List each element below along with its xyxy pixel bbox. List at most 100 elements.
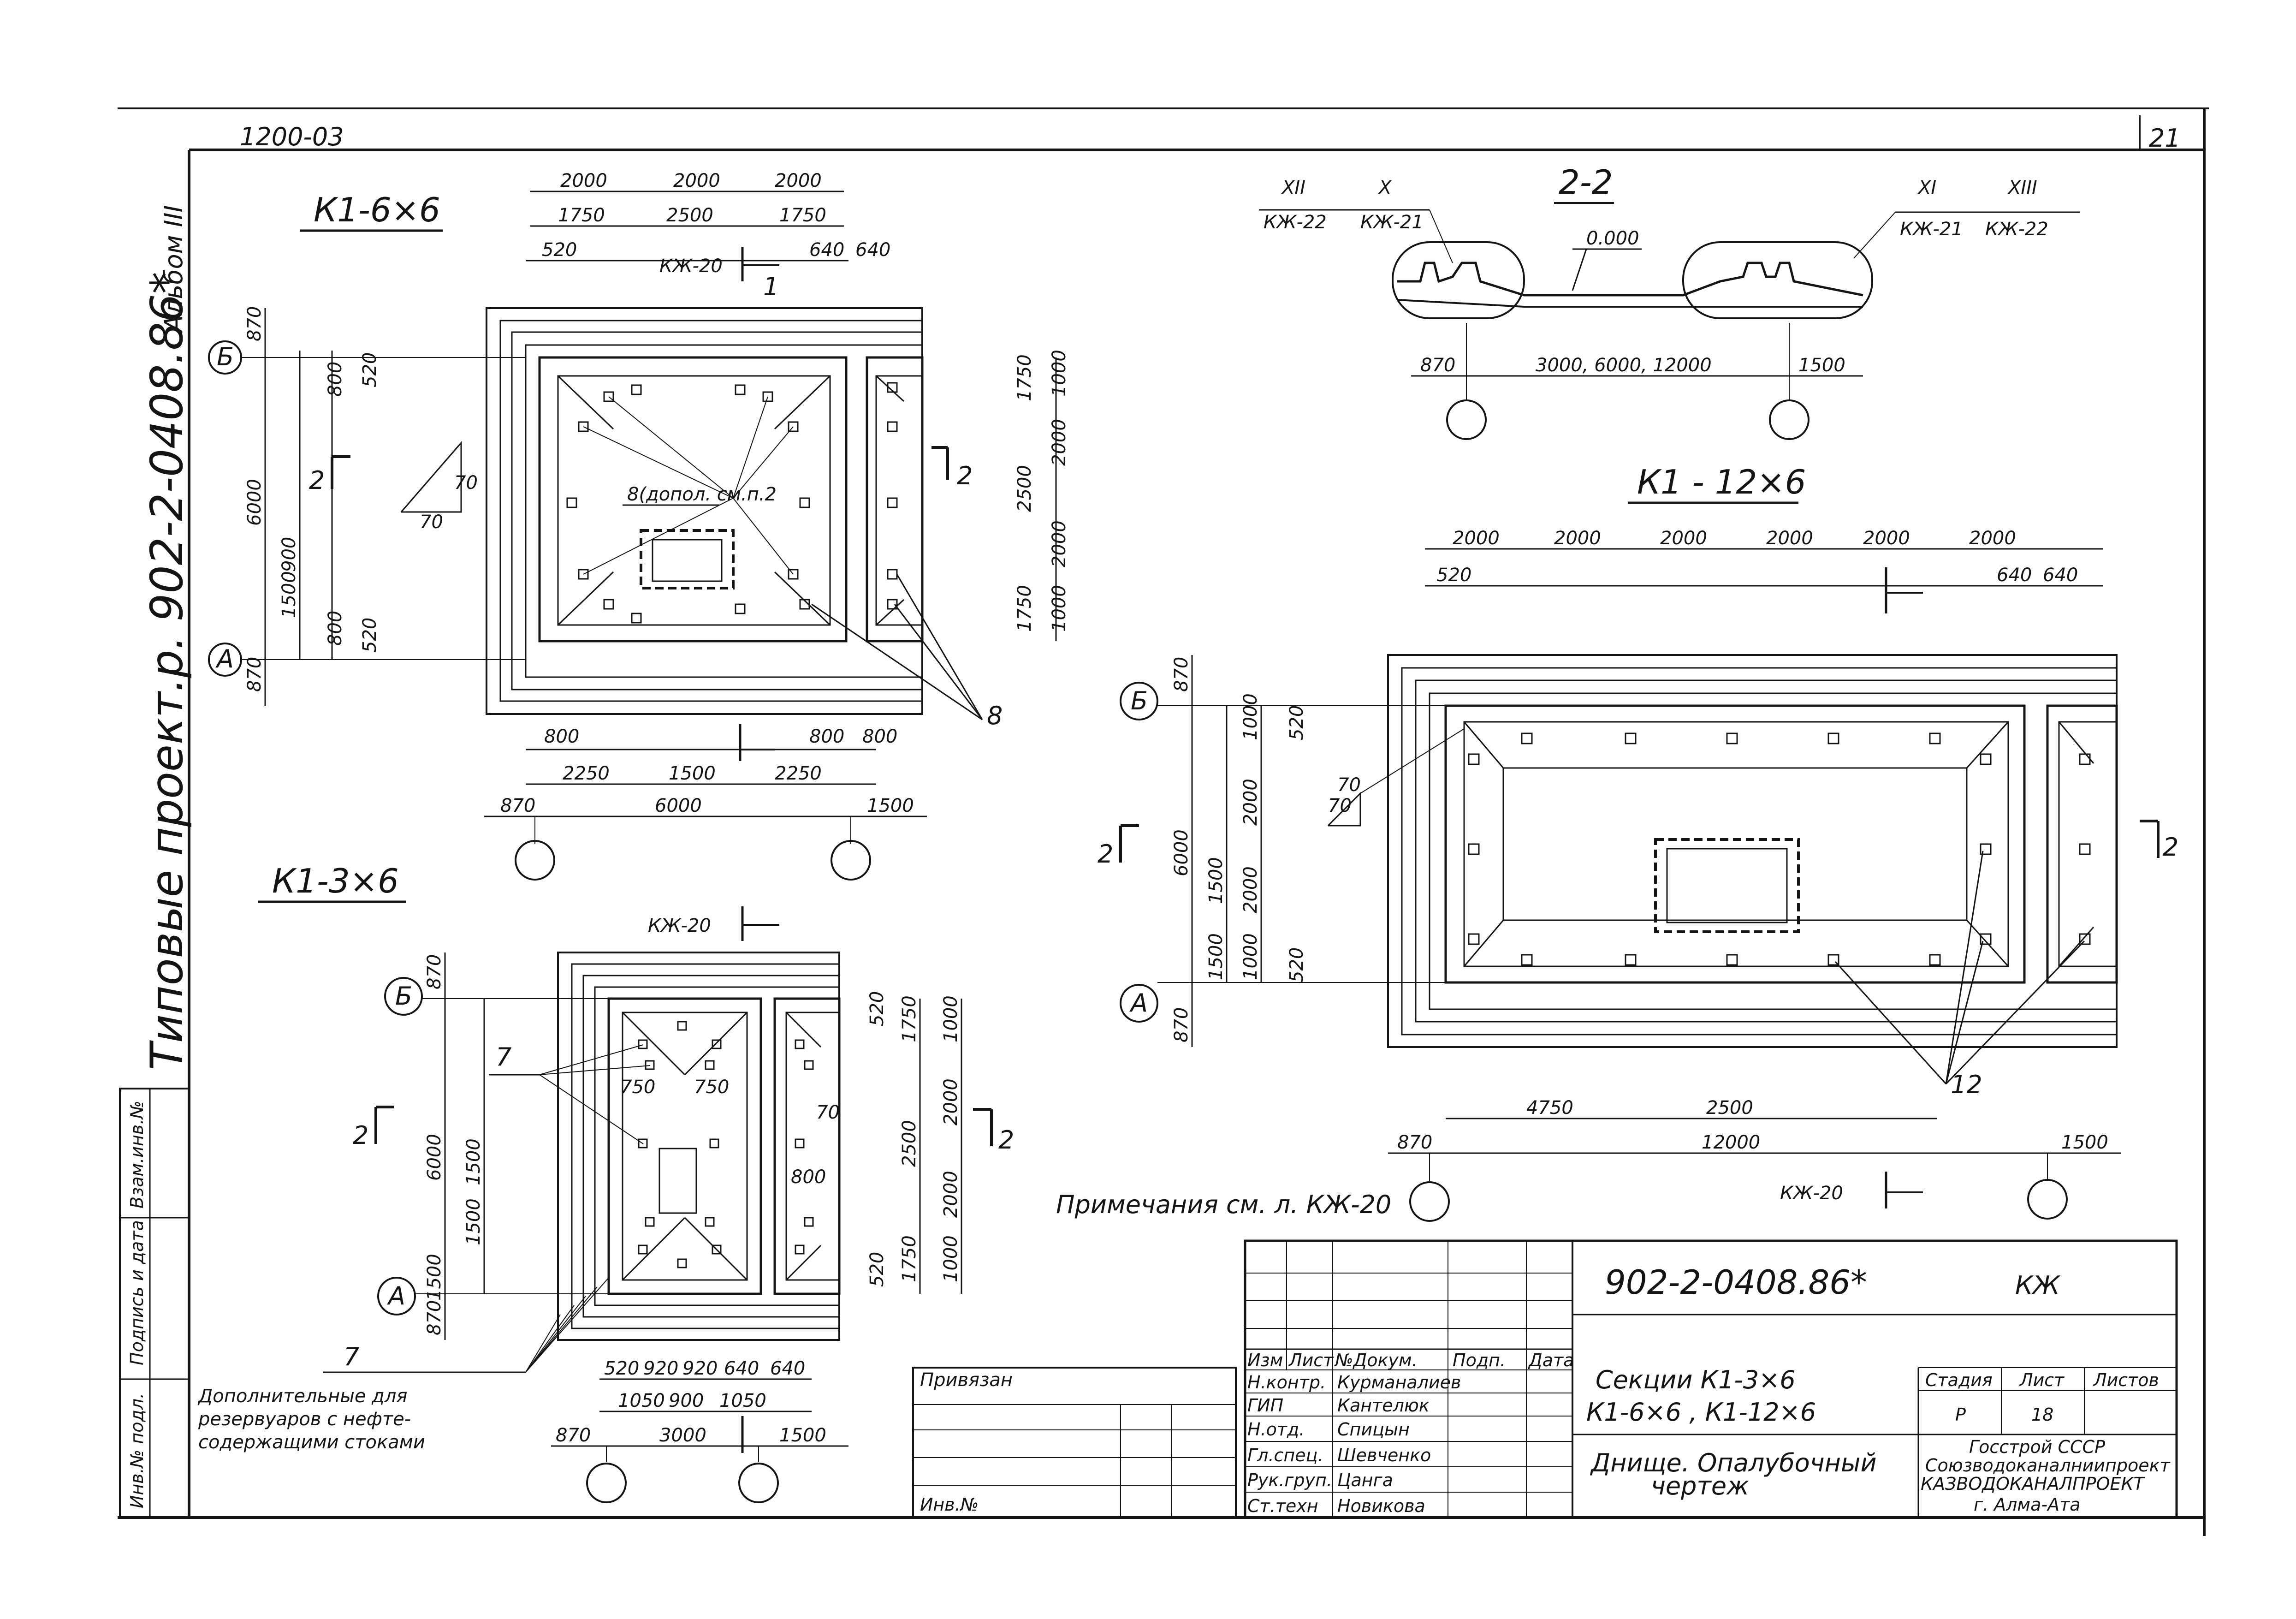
sec22-dim-c: 1500 bbox=[1798, 355, 1845, 376]
k1-6x6-left-b: 800 bbox=[325, 362, 346, 397]
k1-12x6-bot2-c: 1500 bbox=[2061, 1132, 2108, 1153]
tb-sections-1: Секции К1-3×6 bbox=[1596, 1365, 1796, 1394]
side-stamp bbox=[119, 1088, 190, 1518]
tb-sheet-label: Лист bbox=[2019, 1370, 2065, 1390]
k1-12x6-left-g: 2000 bbox=[1240, 866, 1261, 913]
additional-note-1: Дополнительные для bbox=[197, 1386, 407, 1407]
k1-3x6-left-a: 870 bbox=[424, 954, 445, 989]
k1-12x6-left-e: 6000 bbox=[1171, 829, 1192, 876]
axis-b-marker bbox=[208, 340, 242, 375]
tb-name-0: Курманалиев bbox=[1337, 1372, 1461, 1393]
k1-6x6-callout: КЖ-20 bbox=[659, 256, 723, 277]
k1-12x6-cut-left: 2 bbox=[1098, 839, 1113, 869]
sec22-left-ref1b: КЖ-22 bbox=[1264, 212, 1327, 233]
k1-3x6-right1-c: 2500 bbox=[899, 1120, 920, 1167]
series-label: Типовые проект.р. 902-2-0408.86* bbox=[141, 272, 193, 1070]
k1-6x6-slope-b: 70 bbox=[420, 512, 443, 533]
k1-3x6-callout: КЖ-20 bbox=[648, 915, 711, 936]
k1-12x6-callout: КЖ-20 bbox=[1780, 1183, 1843, 1204]
k1-12x6-slope-b: 70 bbox=[1337, 774, 1361, 796]
k1-3x6-bot2-c: 1050 bbox=[719, 1390, 766, 1411]
tb-desc-2: чертеж bbox=[1651, 1471, 1749, 1500]
k1-12x6-anchors bbox=[1468, 732, 2091, 966]
sec22-right-ref1: XI bbox=[1917, 177, 1936, 198]
sheet-number: 21 bbox=[2149, 124, 2181, 153]
k1-3x6-left-b: 6000 bbox=[424, 1134, 445, 1181]
k1-6x6-cut-left: 2 bbox=[309, 466, 325, 495]
sec22-left-ref1: XII bbox=[1281, 177, 1305, 198]
tb-role-4: Рук.груп. bbox=[1247, 1470, 1332, 1490]
k1-12x6-left-i: 1000 bbox=[1240, 933, 1261, 980]
k1-3x6-title: К1-3×6 bbox=[272, 862, 399, 900]
k1-6x6-axis-a: А bbox=[215, 644, 234, 673]
tb-sections-2: К1-6×6 , К1-12×6 bbox=[1586, 1398, 1816, 1427]
tb-name-5: Новикова bbox=[1337, 1496, 1425, 1516]
tb-org-3: КАЗВОДОКАНАЛПРОЕКТ bbox=[1921, 1474, 2145, 1494]
k1-6x6-top3-c: 640 bbox=[855, 239, 890, 261]
sec22-right-ref2b: КЖ-22 bbox=[1985, 219, 2048, 240]
k1-6x6-top2-b: 2500 bbox=[666, 205, 713, 226]
k1-12x6-leader-12: 12 bbox=[1951, 1070, 1982, 1099]
k1-3x6-cut-left: 2 bbox=[353, 1121, 368, 1150]
view-k1-6x6: К1-6×6 2000 2000 2000 1750 2500 1750 520… bbox=[208, 170, 1070, 881]
k1-6x6-slope-a: 70 bbox=[454, 472, 478, 494]
tb-role-1: ГИП bbox=[1247, 1395, 1283, 1416]
k1-12x6-title: К1 - 12×6 bbox=[1637, 463, 1806, 501]
k1-12x6-bot1-b: 2500 bbox=[1706, 1097, 1753, 1119]
k1-6x6-bot2-b: 1500 bbox=[669, 763, 716, 784]
k1-3x6-bot3-c: 1500 bbox=[779, 1425, 826, 1446]
k1-6x6-top1-a: 2000 bbox=[560, 170, 607, 191]
k1-3x6-right1-a: 520 bbox=[866, 991, 888, 1026]
tb-stage-value: Р bbox=[1955, 1405, 1966, 1425]
k1-6x6-bot3-b: 6000 bbox=[655, 795, 702, 816]
k1-3x6-left-c: 1500 bbox=[463, 1138, 484, 1185]
k1-3x6-right2-d: 1000 bbox=[940, 1235, 961, 1282]
k1-12x6-left-a: 870 bbox=[1171, 657, 1192, 692]
k1-6x6-left-e: 900 bbox=[279, 537, 300, 572]
k1-6x6-bot2-c: 2250 bbox=[775, 763, 822, 784]
title-block bbox=[912, 1239, 2178, 1519]
k1-12x6-top-d: 2000 bbox=[1766, 528, 1813, 549]
k1-6x6-bot3-a: 870 bbox=[500, 795, 535, 816]
k1-6x6-right-d: 2500 bbox=[1014, 465, 1035, 512]
k1-3x6-right1-e: 520 bbox=[866, 1252, 888, 1287]
k1-6x6-right-f: 1750 bbox=[1014, 585, 1035, 632]
k1-12x6-left-d: 2000 bbox=[1240, 779, 1261, 826]
k1-3x6-bot1-c: 920 bbox=[682, 1358, 718, 1379]
side-stamp-vzam: Взам.инв.№ bbox=[127, 1101, 147, 1208]
k1-3x6-bot2-a: 1050 bbox=[618, 1390, 665, 1411]
tb-mark: КЖ bbox=[2015, 1271, 2061, 1300]
k1-6x6-bot1-a: 800 bbox=[544, 726, 579, 747]
tb-name-3: Шевченко bbox=[1337, 1445, 1431, 1465]
k1-12x6-bot2-a: 870 bbox=[1397, 1132, 1432, 1153]
k1-3x6-right2-b: 2000 bbox=[940, 1078, 961, 1125]
k1-6x6-top1-c: 2000 bbox=[775, 170, 822, 191]
tb-inv-no: Инв.№ bbox=[920, 1494, 979, 1515]
k1-12x6-left-b: 520 bbox=[1286, 705, 1307, 740]
k1-6x6-section-mark: 1 bbox=[763, 272, 779, 301]
tb-sheets-label: Листов bbox=[2093, 1370, 2159, 1390]
view-section-2-2: 2-2 XII КЖ-22 X КЖ-21 XI КЖ-21 XIII КЖ-2… bbox=[1259, 163, 2080, 440]
k1-3x6-inner-c: 800 bbox=[791, 1167, 826, 1188]
tb-org-4: г. Алма-Ата bbox=[1974, 1494, 2081, 1515]
k1-6x6-top3-b: 640 bbox=[809, 239, 844, 261]
k1-12x6-top-e: 2000 bbox=[1863, 528, 1910, 549]
view-k1-12x6: К1 - 12×6 2000 2000 2000 2000 2000 2000 … bbox=[1098, 463, 2178, 1222]
tb-org-1: Госстрой СССР bbox=[1969, 1437, 2105, 1457]
k1-6x6-left-i: 870 bbox=[244, 657, 265, 692]
tb-header-list: Лист bbox=[1288, 1350, 1334, 1370]
k1-6x6-top2-a: 1750 bbox=[558, 205, 605, 226]
k1-6x6-right-b: 1000 bbox=[1049, 350, 1070, 397]
k1-6x6-anchors bbox=[566, 382, 898, 624]
k1-6x6-left-g: 800 bbox=[325, 611, 346, 646]
k1-3x6-inner-a: 750 bbox=[620, 1077, 655, 1098]
k1-6x6-right-c: 2000 bbox=[1049, 419, 1070, 466]
k1-6x6-right-g: 1000 bbox=[1049, 585, 1070, 632]
k1-6x6-top3-a: 520 bbox=[542, 239, 577, 261]
k1-6x6-left-d: 6000 bbox=[244, 479, 265, 526]
k1-3x6-bot2-b: 900 bbox=[669, 1390, 704, 1411]
k1-3x6-bot3-a: 870 bbox=[556, 1425, 591, 1446]
k1-6x6-left-h: 520 bbox=[359, 618, 380, 653]
k1-3x6-left-d: 1500 bbox=[463, 1198, 484, 1245]
k1-12x6-left-f: 1500 bbox=[1205, 857, 1227, 904]
